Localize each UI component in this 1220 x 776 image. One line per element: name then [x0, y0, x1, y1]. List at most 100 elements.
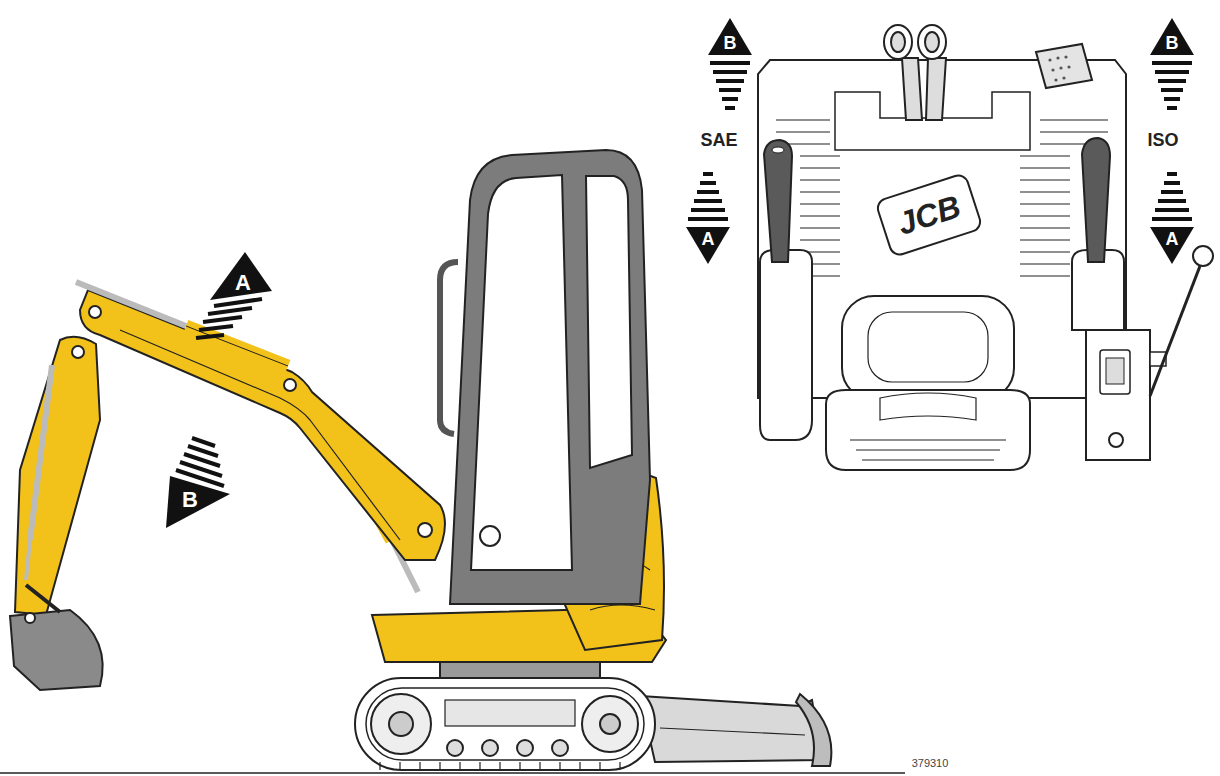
- iso-back-arrow-part-part: [1161, 190, 1183, 194]
- track-undercarriage-part: [447, 740, 463, 756]
- motion-letter: A: [235, 272, 251, 294]
- track-undercarriage: [355, 652, 655, 770]
- sae-forward-arrow-part-part: [710, 61, 750, 65]
- track-undercarriage-part: [582, 696, 638, 752]
- iso-forward-arrow-part-part: [1155, 70, 1189, 74]
- foot-pedal-part: [1036, 44, 1092, 88]
- seat-part: [880, 393, 976, 420]
- control-panel-part-part: [1020, 191, 1070, 192]
- sae-forward-arrow-part: [710, 63, 750, 108]
- arm-cylinder: [76, 282, 288, 366]
- boom-lower-arrow-part: [166, 476, 230, 528]
- dozer-blade-part: [660, 728, 805, 735]
- foot-pedal-part-part: [1054, 78, 1057, 81]
- boom: [80, 290, 445, 560]
- travel-levers-part: [925, 32, 939, 52]
- armrest-consoles-part: [1106, 358, 1124, 384]
- boom-raise-arrow-part-part: [199, 326, 233, 330]
- boom-raise-arrow: [196, 252, 272, 338]
- iso-forward-arrow-part-part: [1152, 61, 1192, 65]
- seat-part: [868, 312, 988, 382]
- logo-plate: [875, 173, 982, 257]
- foot-pedal-part-part: [1062, 76, 1065, 79]
- armrest-consoles-part: [1109, 433, 1123, 447]
- track-undercarriage-part: [445, 700, 575, 726]
- iso-forward-arrow: [1150, 18, 1194, 108]
- motion-letter: B: [724, 34, 737, 52]
- boom-raise-arrow-part: [196, 299, 262, 338]
- sae-back-arrow-part-part: [700, 181, 716, 185]
- boom-raise-arrow-part-part: [214, 299, 262, 306]
- armrest-consoles-part: [1100, 350, 1130, 394]
- dipper-arm-part: [72, 346, 84, 358]
- iso-back-arrow-part-part: [1167, 172, 1177, 176]
- control-panel-part-part: [1020, 251, 1070, 252]
- cab-part: [586, 176, 632, 468]
- cab-part: [480, 526, 500, 546]
- control-panel-part-part: [1020, 263, 1070, 264]
- track-undercarriage-part: [517, 740, 533, 756]
- dozer-blade-part: [640, 696, 822, 762]
- control-panel-part-part: [1020, 239, 1070, 240]
- boom-lower-arrow-part: [176, 438, 224, 486]
- seat-part: [842, 296, 1014, 400]
- boom-raise-arrow-part-part: [196, 335, 224, 338]
- control-panel-part-part: [800, 167, 840, 168]
- foot-pedal-part-part: [1056, 56, 1059, 59]
- seat-part: [856, 449, 1000, 450]
- sae-back-arrow-part-part: [703, 172, 713, 176]
- sae-forward-arrow-part: [708, 18, 752, 55]
- boom-part: [418, 523, 432, 537]
- foot-pedal-part-part: [1048, 58, 1051, 61]
- control-panel-part-part: [1020, 227, 1070, 228]
- iso-back-arrow-part-part: [1158, 199, 1186, 203]
- foot-pedal-part-part: [1064, 55, 1067, 58]
- pattern-label: ISO: [1147, 131, 1178, 149]
- boom-raise-arrow-part-part: [208, 308, 252, 314]
- motion-letter: B: [182, 489, 198, 511]
- sae-forward-arrow-part-part: [716, 79, 744, 83]
- boom-part: [80, 290, 445, 560]
- dozer-blade-part: [796, 694, 831, 766]
- control-panel-part-part: [776, 131, 830, 132]
- iso-forward-arrow-part: [1152, 63, 1192, 108]
- joysticks-part: [1082, 138, 1110, 262]
- motion-letter: B: [1166, 34, 1179, 52]
- control-panel-part-part: [1020, 167, 1070, 168]
- sae-back-arrow-part-part: [694, 199, 722, 203]
- control-panel-part-part: [1040, 119, 1108, 120]
- armrest-consoles: [760, 250, 1166, 460]
- track-undercarriage-part: [380, 762, 620, 770]
- sae-back-arrow-part-part: [688, 217, 728, 221]
- boom-lower-arrow: [166, 438, 230, 528]
- boom-part: [89, 306, 101, 318]
- sae-back-arrow: [686, 174, 730, 264]
- seat-part: [826, 390, 1030, 470]
- control-panel-part-part: [1040, 131, 1108, 132]
- ground-line-part: [0, 772, 905, 774]
- cab-part: [450, 150, 650, 604]
- logo-plate-part: [875, 173, 982, 257]
- control-panel-part-part: [800, 203, 840, 204]
- foot-pedal: [1036, 44, 1092, 88]
- boom-part: [284, 379, 296, 391]
- sae-back-arrow-part-part: [691, 208, 725, 212]
- track-undercarriage-part: [366, 688, 644, 760]
- control-panel-part-part: [776, 119, 830, 120]
- travel-levers-part: [884, 25, 912, 59]
- sae-forward-arrow-part-part: [722, 97, 738, 101]
- dipper-arm-part: [26, 540, 30, 580]
- arm-cylinder-part: [186, 326, 288, 366]
- travel-levers-part: [891, 32, 905, 52]
- iso-back-arrow-part-part: [1164, 181, 1180, 185]
- upper-structure-part: [590, 605, 655, 610]
- sae-forward-arrow-part-part: [713, 70, 747, 74]
- sae-forward-arrow: [708, 18, 752, 108]
- track-undercarriage-part: [371, 694, 431, 754]
- control-panel-part-part: [800, 191, 840, 192]
- iso-back-arrow-part-part: [1155, 208, 1189, 212]
- bucket-part: [10, 610, 103, 690]
- joysticks-part: [764, 140, 792, 262]
- joysticks: [764, 138, 1110, 262]
- iso-forward-arrow-part: [1150, 18, 1194, 55]
